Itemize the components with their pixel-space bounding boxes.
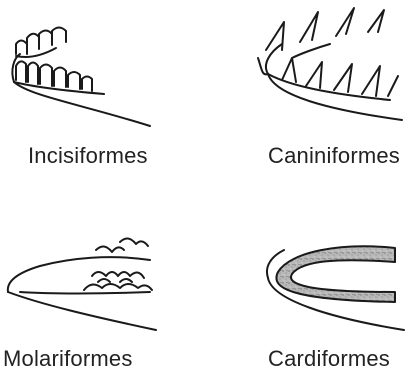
label-cardiformes: Cardiformes xyxy=(268,346,390,372)
label-molariformes: Molariformes xyxy=(3,346,133,372)
label-incisiformes: Incisiformes xyxy=(28,143,148,169)
incisiformes-jaw xyxy=(12,28,150,127)
molariformes-jaw xyxy=(8,238,156,330)
cardiformes-jaw xyxy=(267,246,404,330)
label-caniniformes: Caniniformes xyxy=(268,143,400,169)
caniniformes-jaw xyxy=(258,8,402,120)
